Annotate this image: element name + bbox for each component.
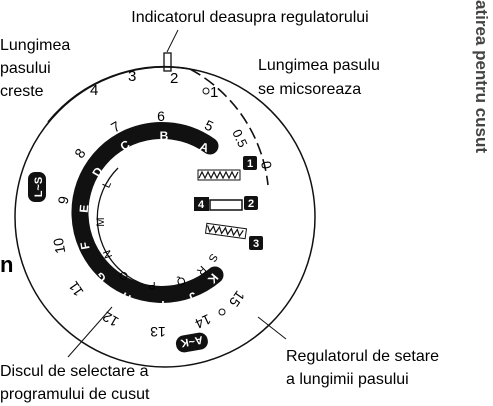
svg-text:12: 12: [100, 308, 122, 330]
svg-text:2: 2: [248, 198, 254, 210]
svg-text:se micsoreaza: se micsoreaza: [258, 81, 361, 98]
svg-text:B: B: [160, 129, 169, 143]
top-indicator-label: Indicatorul deasupra regulatorului: [131, 9, 368, 26]
scale-arc-dashed: [189, 68, 269, 186]
pattern-letter-band: [71, 121, 224, 303]
svg-text:15: 15: [226, 288, 248, 310]
svg-text:Regulatorul de setare: Regulatorul de setare: [286, 348, 439, 365]
svg-text:4: 4: [90, 82, 98, 99]
buttonhole-step-1-badge: [243, 156, 257, 170]
svg-text:S: S: [206, 251, 220, 263]
selector-disc-leader-line: [67, 306, 113, 358]
svg-text:Discul de selectare a: Discul de selectare a: [0, 363, 149, 380]
ak-badge: A~K: [175, 332, 208, 353]
scale-notch: [218, 308, 226, 316]
length-dial-label: Regulatorul de setare a lungimii pasului: [286, 348, 439, 388]
indicator-leader-line: [166, 29, 179, 53]
svg-text:4: 4: [198, 199, 205, 211]
selector-disc-label: Discul de selectare a programului de cus…: [0, 363, 150, 403]
buttonhole-section: 1 4 2 3: [194, 156, 263, 250]
svg-text:L~S: L~S: [33, 177, 45, 197]
svg-text:9: 9: [55, 195, 72, 206]
outer-scale: 4 3 2 1 0.5 0: [90, 68, 275, 170]
svg-text:P: P: [148, 279, 155, 291]
svg-text:8: 8: [71, 145, 89, 161]
svg-text:A~K: A~K: [180, 333, 204, 349]
length-increase-label: Lungimea pasului creste: [0, 37, 70, 100]
svg-text:Lungimea: Lungimea: [0, 37, 70, 54]
buttonhole-step-3-badge: [249, 236, 263, 250]
side-heading-text: atirea pentru cusut: [472, 0, 491, 153]
scale-arc-solid: [47, 66, 191, 123]
svg-text:0: 0: [258, 160, 275, 171]
svg-text:5: 5: [202, 117, 216, 135]
buttonhole-step-2-badge: [244, 196, 258, 210]
svg-text:1: 1: [210, 84, 218, 101]
svg-text:10: 10: [50, 237, 68, 255]
svg-text:E: E: [77, 204, 92, 213]
left-cut-heading-text: n: [0, 252, 13, 277]
svg-text:M: M: [95, 217, 107, 226]
svg-text:programului de cusut: programului de cusut: [0, 386, 150, 403]
svg-text:13: 13: [150, 324, 166, 340]
svg-text:pasului: pasului: [0, 60, 51, 77]
buttonhole-step-4-badge: [194, 197, 209, 211]
dial-outer-ring: [14, 66, 316, 368]
svg-text:3: 3: [128, 68, 136, 85]
indicator-marker: [163, 52, 172, 72]
svg-text:6: 6: [157, 108, 165, 124]
length-decrease-label: Lungimea pasulu se micsoreaza: [258, 57, 380, 98]
svg-text:L: L: [101, 179, 114, 190]
svg-text:2: 2: [170, 70, 178, 87]
inner-letter-ring: [96, 167, 219, 290]
svg-text:1: 1: [247, 158, 253, 170]
stitch-length-dial[interactable]: 4 3 2 1 0.5 0 5 6 7 8 9 10 11 12 13 14 1…: [14, 66, 316, 368]
bartack-stitch-icon: [209, 199, 243, 211]
svg-text:J: J: [187, 289, 199, 305]
svg-text:11: 11: [65, 278, 87, 299]
svg-text:I: I: [161, 298, 164, 312]
scale-notch: [202, 87, 210, 95]
svg-text:F: F: [78, 241, 93, 251]
svg-text:3: 3: [253, 238, 259, 250]
ls-badge: L~S: [28, 172, 46, 202]
svg-text:creste: creste: [0, 83, 44, 100]
svg-text:14: 14: [192, 311, 213, 332]
length-dial-leader-line: [257, 316, 287, 340]
svg-text:0.5: 0.5: [229, 127, 250, 150]
svg-text:Lungimea pasulu: Lungimea pasulu: [258, 57, 380, 74]
svg-text:N: N: [101, 248, 115, 260]
svg-text:a lungimii pasului: a lungimii pasului: [286, 371, 409, 388]
